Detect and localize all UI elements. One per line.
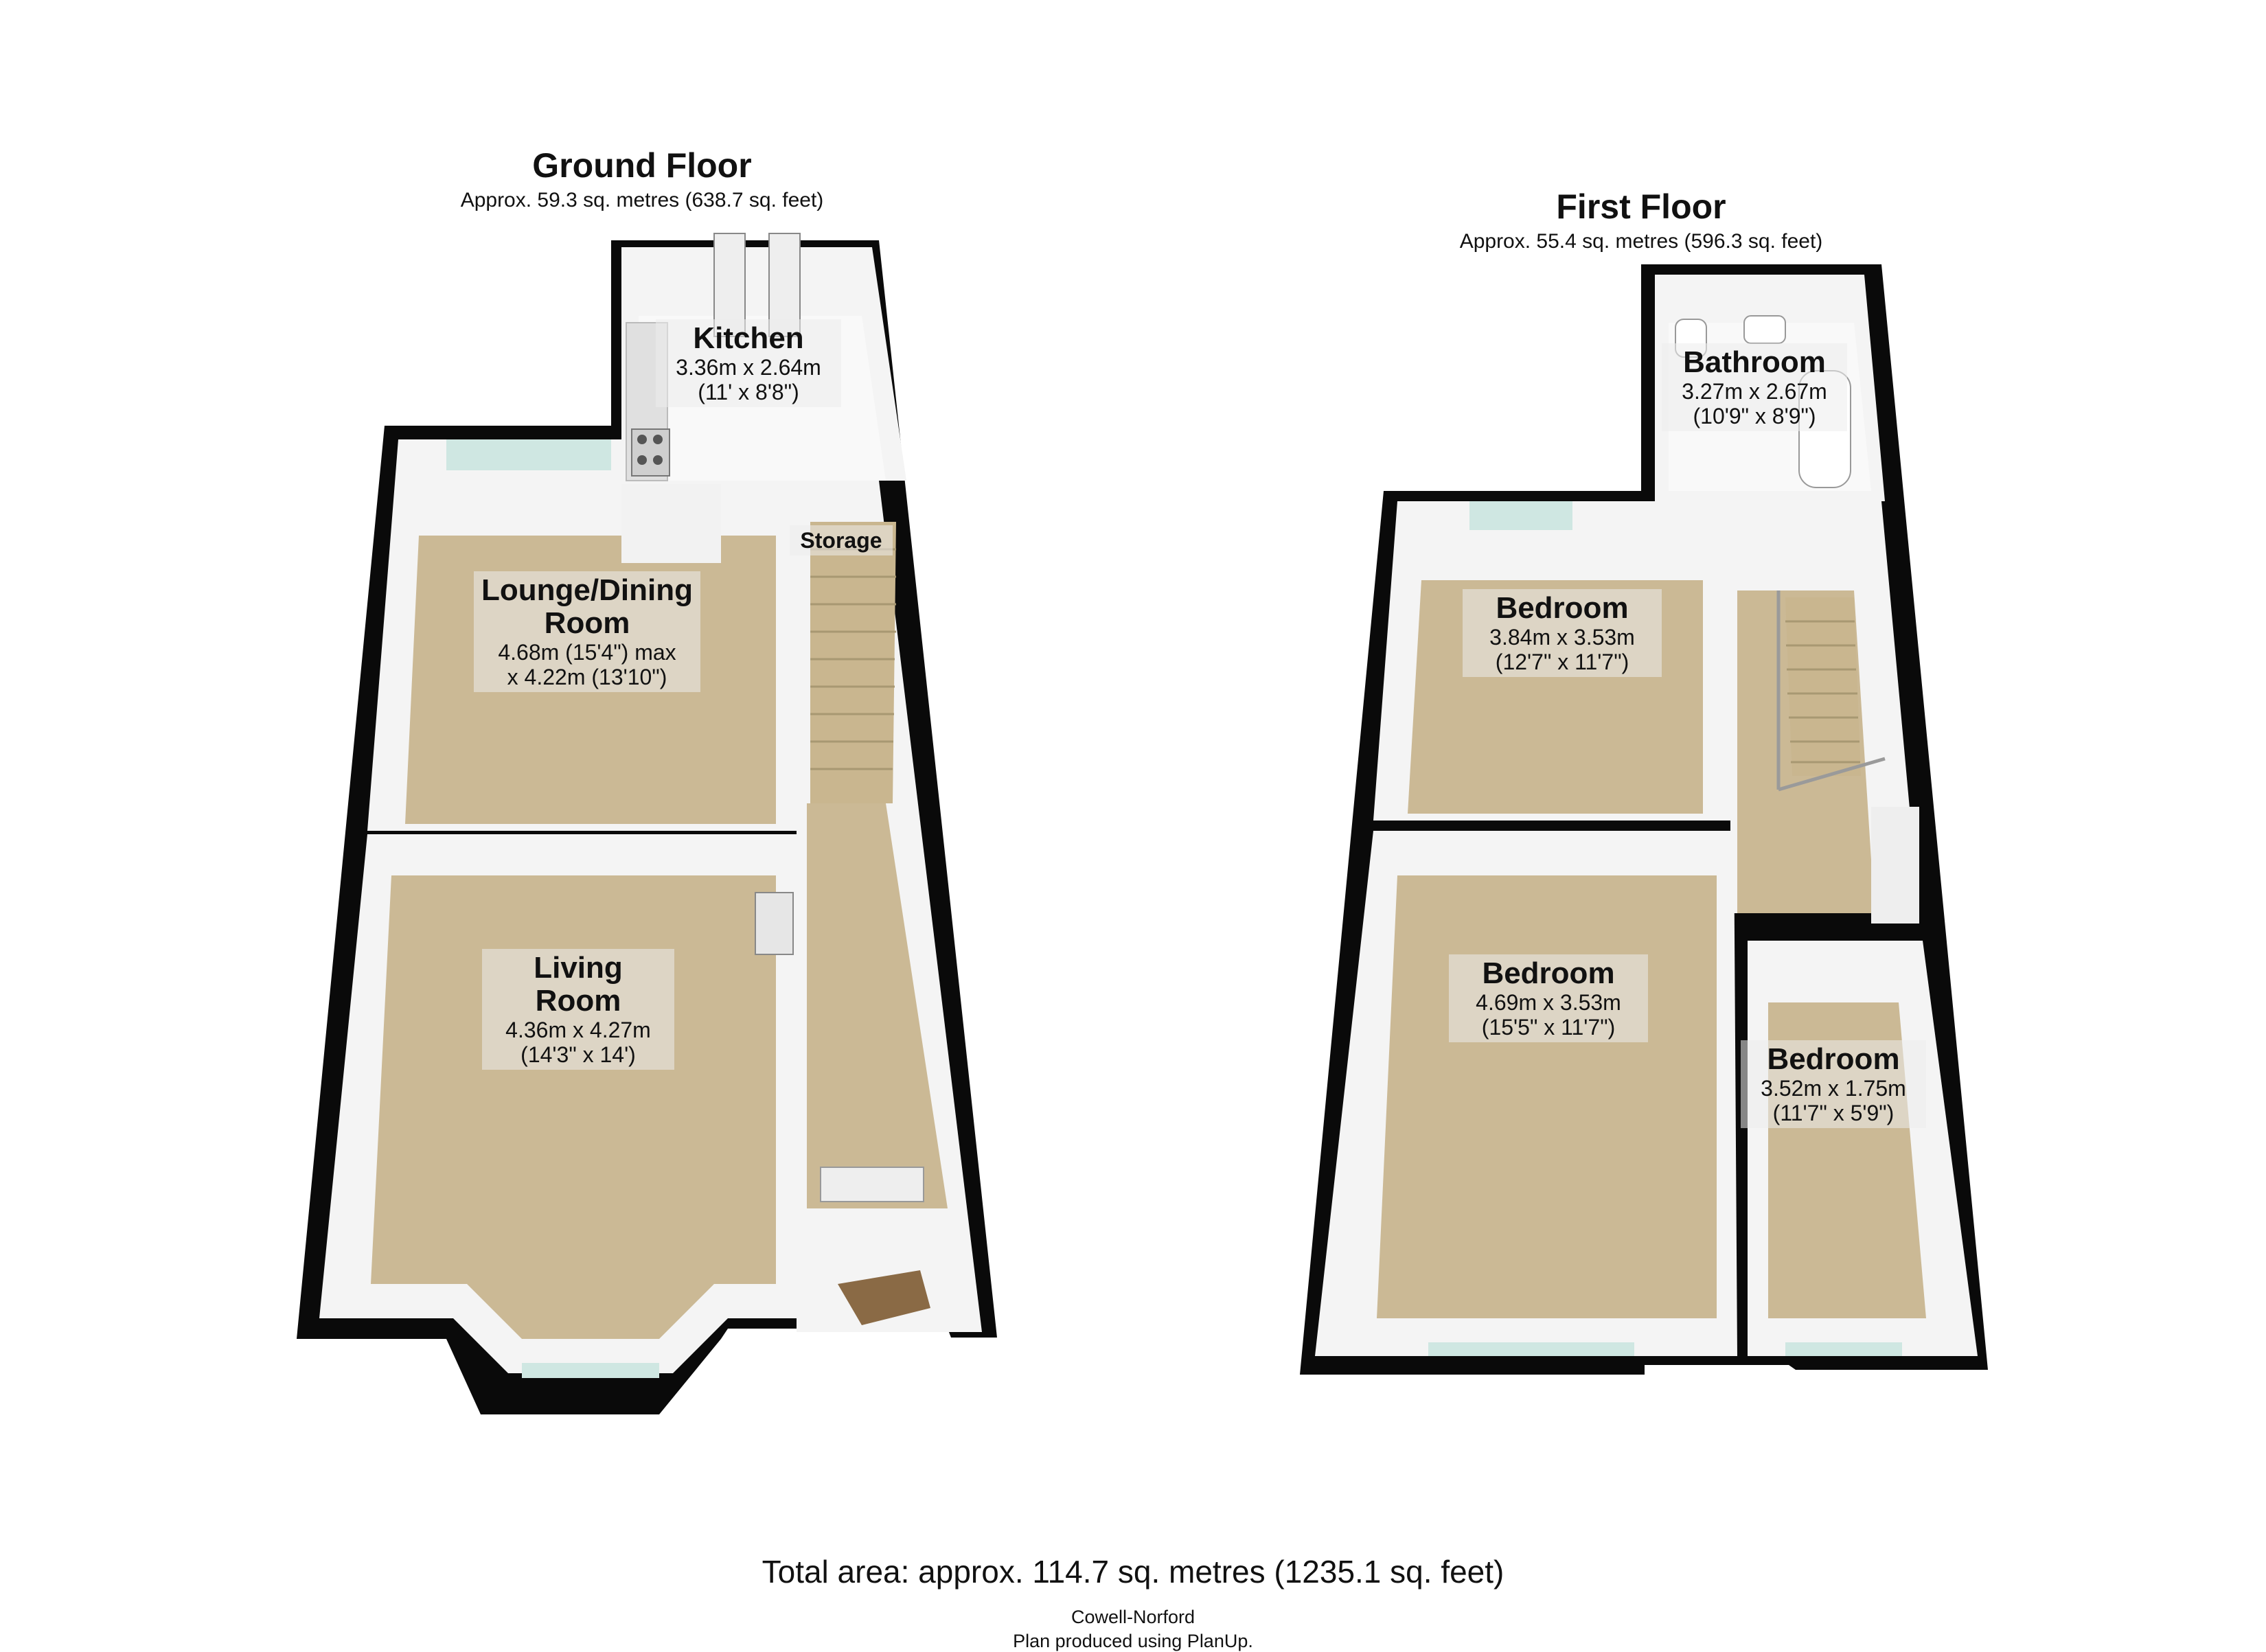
storage-label: Storage (790, 525, 893, 555)
fireplace-icon (755, 892, 794, 955)
room-name: Kitchen (693, 321, 804, 355)
ground-floor-area: Approx. 59.3 sq. metres (638.7 sq. feet) (460, 189, 824, 211)
bedroom-3-window (1785, 1342, 1902, 1356)
bedroom-3-label: Bedroom 3.52m x 1.75m (11'7" x 5'9") (1741, 1040, 1926, 1128)
first-floor-area: Approx. 55.4 sq. metres (596.3 sq. feet) (1459, 230, 1823, 253)
room-dimension-imperial: (11'7" x 5'9") (1772, 1101, 1895, 1125)
room-dimension-imperial: (14'3" x 14') (520, 1042, 636, 1067)
room-dimension-imperial: (10'9" x 8'9") (1693, 404, 1816, 428)
lounge-window (446, 439, 611, 470)
kitchen-partition (621, 484, 721, 563)
room-dimension-imperial: x 4.22m (13'10") (507, 665, 667, 689)
bedroom-2-label: Bedroom 4.69m x 3.53m (15'5" x 11'7") (1449, 954, 1648, 1042)
bathroom-label: Bathroom 3.27m x 2.67m (10'9" x 8'9") (1662, 343, 1847, 431)
hob-icon (631, 428, 670, 477)
ground-floor-plan (297, 233, 997, 1414)
living-room-floor (371, 875, 776, 1339)
room-dimension: 4.68m (15'4") max (498, 640, 676, 665)
hallway-cupboard (820, 1167, 924, 1202)
room-dimension-imperial: (15'5" x 11'7") (1481, 1015, 1616, 1040)
staircase (810, 522, 896, 803)
room-name: Bedroom (1496, 591, 1629, 625)
landing-cupboard (1871, 807, 1919, 923)
bedroom-1-window (1469, 501, 1572, 530)
total-area: Total area: approx. 114.7 sq. metres (12… (762, 1554, 1504, 1590)
room-name: Bathroom (1683, 345, 1826, 379)
room-name: Storage (800, 528, 882, 553)
kitchen-label: Kitchen 3.36m x 2.64m (11' x 8'8") (656, 319, 841, 407)
basin-icon (1743, 315, 1786, 344)
room-dimension: 4.69m x 3.53m (1476, 990, 1621, 1015)
room-dimension: 3.27m x 2.67m (1682, 379, 1827, 404)
room-dimension: 3.84m x 3.53m (1489, 625, 1635, 650)
ground-floor-title: Ground Floor (532, 146, 752, 185)
first-floor-plan (1300, 264, 1988, 1375)
first-floor-title: First Floor (1556, 187, 1726, 226)
room-dimension-imperial: (11' x 8'8") (698, 380, 799, 404)
bay-window (522, 1363, 659, 1378)
bedroom-2-floor (1377, 875, 1717, 1318)
room-dimension: 3.52m x 1.75m (1761, 1076, 1906, 1101)
agent-name: Cowell-Norford (1071, 1607, 1195, 1627)
room-dimension: 4.36m x 4.27m (505, 1018, 651, 1042)
first-floor-staircase (1776, 590, 1886, 792)
room-dimension-imperial: (12'7" x 11'7") (1495, 650, 1629, 674)
bedroom-1-label: Bedroom 3.84m x 3.53m (12'7" x 11'7") (1463, 589, 1662, 677)
living-room-label: Living Room 4.36m x 4.27m (14'3" x 14') (482, 949, 674, 1070)
hallway-floor (807, 803, 948, 1208)
room-name: Living Room (534, 951, 623, 1018)
bedroom-2-window (1428, 1342, 1634, 1356)
plan-credit: Plan produced using PlanUp. (1013, 1631, 1253, 1651)
doormat (838, 1270, 930, 1325)
room-dimension: 3.36m x 2.64m (676, 355, 821, 380)
room-name: Bedroom (1482, 956, 1615, 990)
lounge-dining-label: Lounge/Dining Room 4.68m (15'4") max x 4… (474, 571, 700, 692)
room-name: Bedroom (1767, 1042, 1900, 1076)
room-name: Lounge/Dining Room (481, 573, 693, 640)
